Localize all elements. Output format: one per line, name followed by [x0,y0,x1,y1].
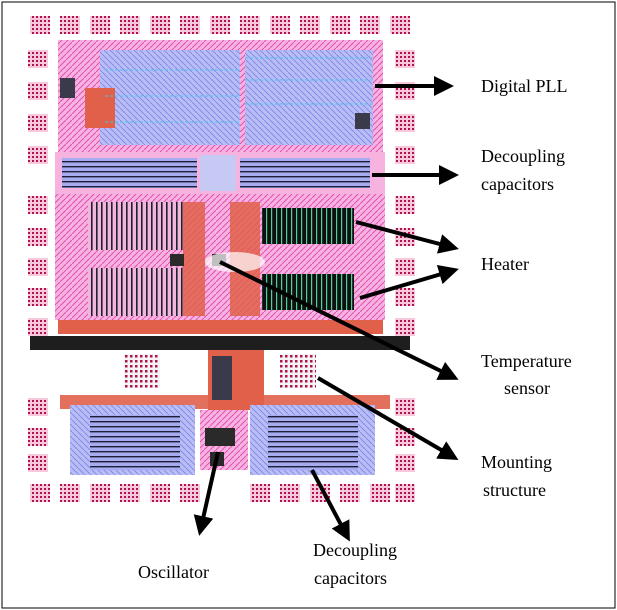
oscillator-block [200,356,248,470]
label-digital-pll: Digital PLL [481,76,568,96]
bond-pads-top [30,16,410,34]
annotation-arrows [193,76,459,542]
label-oscillator: Oscillator [138,562,209,582]
label-decoupling-bottom-line1: Decoupling [313,540,397,560]
arrow-temp-sensor [219,260,459,380]
bond-pads-left [28,50,48,472]
label-decoupling-top-line2: capacitors [481,174,554,194]
label-temperature-sensor-line1: Temperature [481,351,572,371]
digital-pll-block [58,40,383,152]
heater-region [55,194,385,320]
label-heater: Heater [481,254,529,274]
arrow-decoupling-bottom [310,469,350,542]
mounting-structure-right [280,354,316,388]
label-temperature-sensor-line2: sensor [504,378,550,398]
arrow-mounting [316,376,459,461]
bond-pads-right [395,50,415,472]
label-mounting-structure-line2: structure [483,480,546,500]
label-mounting-structure-line1: Mounting [481,452,552,472]
arrow-heater-upper [355,220,459,254]
label-decoupling-top-line1: Decoupling [481,146,565,166]
decoupling-capacitors-bottom-block [70,405,375,475]
mounting-structure-left [124,354,160,388]
decoupling-capacitors-top-block [55,152,385,194]
arrow-heater-lower [359,264,459,300]
arrow-oscillator [193,451,220,536]
chip-die [20,14,425,512]
label-decoupling-bottom-line2: capacitors [314,568,387,588]
